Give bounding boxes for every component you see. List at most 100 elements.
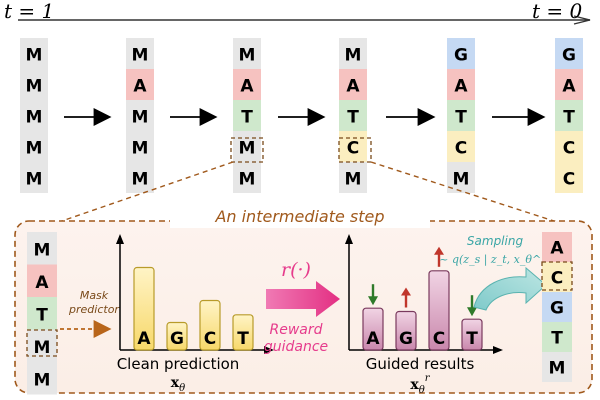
inset-right-token: T [542,322,572,352]
column-token: C [555,131,583,162]
column-token-letter: A [133,76,147,96]
column-token-letter: M [132,107,149,127]
chart-bar-letter: C [204,329,216,349]
inset-left-token-letter: T [36,305,48,325]
column-token-letter: M [132,45,149,65]
column-token: M [20,131,48,162]
column-token-letter: A [346,76,360,96]
increase-arrow-icon [434,246,444,267]
column-token: A [447,69,475,100]
column-token: M [126,162,154,193]
chart-bar [395,310,417,351]
chart-bar [232,314,254,351]
highlight-inset-masked [26,329,58,357]
column-token-letter: T [563,107,575,127]
column-token-letter: M [345,45,362,65]
chart-bar-letter: C [433,329,445,349]
column-token-letter: M [453,169,470,189]
column-token: A [555,69,583,100]
inset-left-token-letter: M [34,240,51,260]
column-token: M [126,100,154,131]
timeline-end-label: t = 0 [532,0,583,23]
column-token: G [555,38,583,69]
column-token: A [233,69,261,100]
column-token: T [233,100,261,131]
column-token-letter: G [454,45,468,65]
column-token: C [339,131,367,162]
column-token: T [555,100,583,131]
chart-bar-letter: A [137,329,151,349]
column-token: T [339,100,367,131]
inset-right-token: C [542,262,572,292]
highlight-inset-sampled [541,261,573,291]
column-token-letter: M [132,138,149,158]
column-token: M [20,100,48,131]
increase-arrow-icon [401,287,411,308]
column-token-letter: M [239,45,256,65]
chart-bar [461,318,483,351]
column-token-letter: M [132,169,149,189]
highlight-sampled-token [338,137,372,163]
inset-left-token: A [27,264,57,297]
column-token-letter: A [562,76,576,96]
mask-predictor-label-line2: predictor [68,303,120,316]
inset-left-token-letter: M [34,370,51,390]
inset-left-token: M [27,329,57,362]
inset-left-token: M [27,362,57,395]
column-token-letter: M [26,138,43,158]
inset-right-token-letter: G [550,299,564,319]
column-token-letter: A [240,76,254,96]
mask-predictor-label-line1: Mask [80,289,109,302]
column-token: M [339,162,367,193]
column-token-letter: G [562,45,576,65]
clean-prediction-label: Clean prediction [117,355,240,373]
column-token: M [126,38,154,69]
reward-symbol: r(·) [281,259,311,281]
column-token-letter: C [563,138,575,158]
column-token-letter: M [26,45,43,65]
chart-bar-letter: G [399,329,413,349]
column-token: C [447,131,475,162]
column-token-letter: A [454,76,468,96]
column-token-letter: T [347,107,359,127]
column-token: M [233,131,261,162]
timeline-start-label: t = 1 [4,0,54,23]
column-token-letter: M [26,76,43,96]
column-token-letter: T [241,107,253,127]
inset-left-token-letter: M [34,338,51,358]
column-token-letter: M [239,138,256,158]
column-token: A [126,69,154,100]
chart-bar-letter: T [237,329,249,349]
inset-title: An intermediate step [214,207,384,226]
column-token: A [339,69,367,100]
column-token: M [20,162,48,193]
guided-results-label: Guided results [366,355,475,373]
column-token: M [339,38,367,69]
inset-right-token: M [542,352,572,382]
chart-bar-letter: G [170,329,184,349]
column-token-letter: M [26,107,43,127]
inset-right-token-letter: A [550,239,564,259]
reward-arrow [266,281,340,317]
inset-left-token: M [27,232,57,265]
inset-right-token: A [542,232,572,262]
column-token-letter: M [26,169,43,189]
column-token-letter: T [455,107,467,127]
column-token: M [233,162,261,193]
inset-left-token: T [27,297,57,330]
inset-left-token-letter: A [35,273,49,293]
column-token: C [555,162,583,193]
chart-bar [199,299,221,351]
chart-bar-letter: T [466,329,478,349]
column-token-letter: C [455,138,467,158]
column-token-letter: M [239,169,256,189]
inset-right-token: G [542,292,572,322]
inset-title-background [170,206,430,228]
